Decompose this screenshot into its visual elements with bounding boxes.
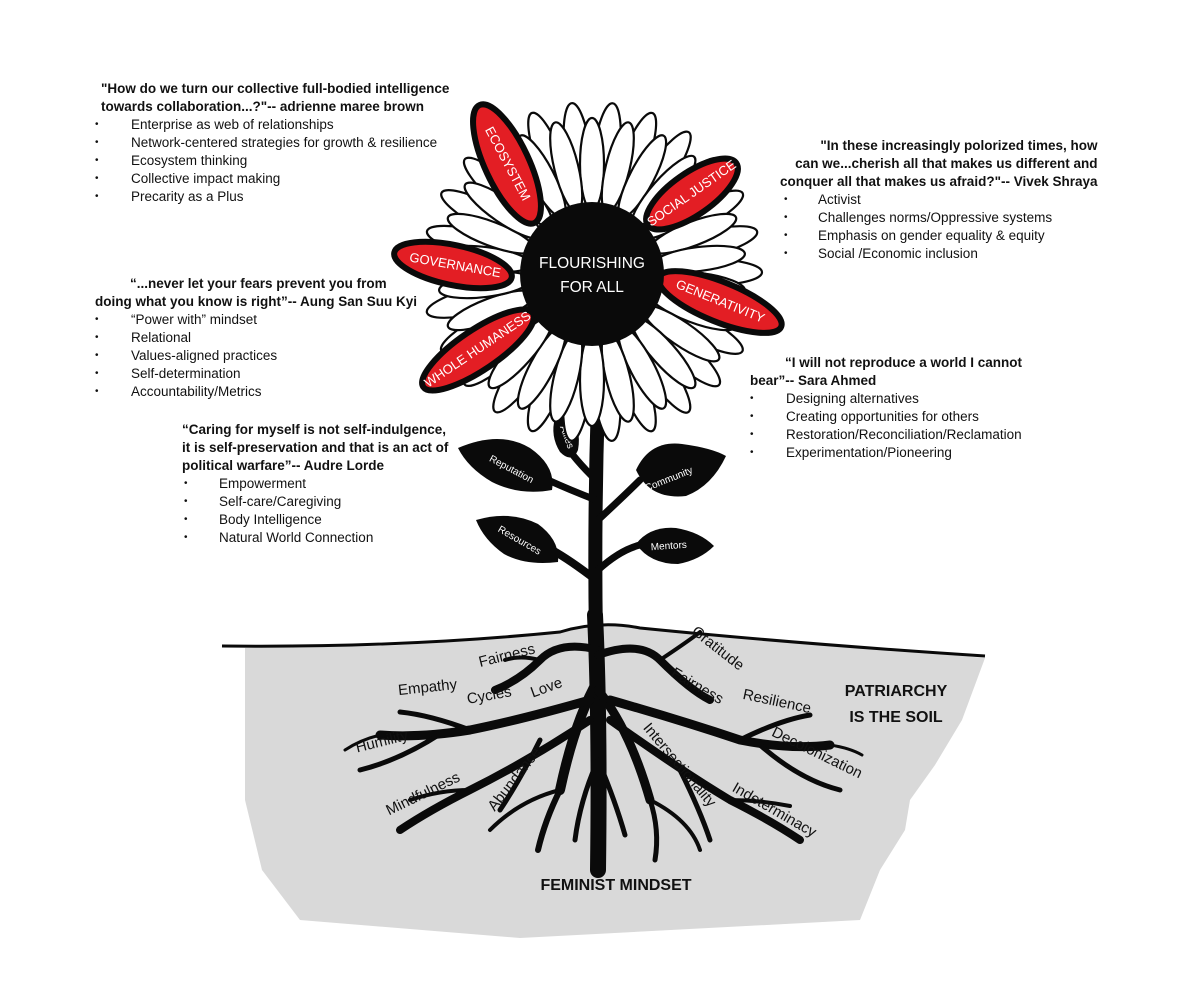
petal-social-justice	[643, 155, 741, 233]
list-item: Ecosystem thinking	[93, 152, 449, 170]
quote-line: “...never let your fears prevent you fro…	[130, 276, 387, 291]
list-item: Restoration/Reconciliation/Reclamation	[750, 426, 1022, 444]
quote-line: towards collaboration...?"-- adrienne ma…	[101, 99, 424, 114]
soil-label-line2: IS THE SOIL	[849, 709, 943, 726]
list-item: Relational	[95, 329, 417, 347]
root-label-empathy: Empathy	[397, 676, 458, 699]
quote-line: “Caring for myself is not self-indulgenc…	[182, 422, 447, 437]
list-item: Creating opportunities for others	[750, 408, 1022, 426]
flower-center	[520, 202, 664, 346]
list-item: Accountability/Metrics	[95, 383, 417, 401]
quote-line: political warfare”-- Audre Lorde	[182, 458, 385, 473]
list-item: Designing alternatives	[750, 390, 1022, 408]
leaves	[458, 406, 726, 564]
quote-block-shraya: "In these increasingly polorized times, …	[780, 137, 1098, 263]
soil-label-line1: PATRIARCHY	[845, 683, 948, 700]
leaf-mentors	[636, 527, 714, 564]
leaf-resources	[476, 515, 559, 563]
quote-line: "In these increasingly polorized times, …	[820, 138, 1098, 153]
quote-line: can we...cherish all that makes us diffe…	[795, 156, 1098, 171]
list-item: Social /Economic inclusion	[780, 245, 1098, 263]
list-item: Challenges norms/Oppressive systems	[780, 209, 1098, 227]
white-petal	[578, 116, 606, 212]
quote-line: bear”-- Sara Ahmed	[750, 373, 877, 388]
list-item: Enterprise as web of relationships	[93, 116, 449, 134]
list-item: “Power with” mindset	[95, 311, 417, 329]
list-item: Empowerment	[182, 475, 448, 493]
list-item: Self-care/Caregiving	[182, 493, 448, 511]
leaf-label-mentors: Mentors	[650, 540, 687, 553]
center-label-line1: FLOURISHING	[539, 255, 645, 272]
quote-line: conquer all that makes us afraid?"-- Viv…	[780, 174, 1098, 189]
red-petals	[391, 101, 785, 394]
leaf-community	[636, 443, 726, 497]
white-petal	[578, 332, 606, 428]
bullet-list: Empowerment Self-care/Caregiving Body In…	[182, 475, 448, 547]
soil-caption: FEMINIST MINDSET	[540, 877, 691, 894]
quote-line: "How do we turn our collective full-bodi…	[101, 81, 450, 96]
bullet-list: Activist Challenges norms/Oppressive sys…	[780, 191, 1098, 263]
list-item: Emphasis on gender equality & equity	[780, 227, 1098, 245]
quote-block-suu-kyi: “...never let your fears prevent you fro…	[95, 275, 417, 401]
petal-governance	[391, 238, 515, 292]
soil-area	[245, 625, 985, 938]
quote-block-ahmed: “I will not reproduce a world I cannot b…	[750, 354, 1022, 462]
bullet-list: Designing alternatives Creating opportun…	[750, 390, 1022, 462]
list-item: Natural World Connection	[182, 529, 448, 547]
quote-line: it is self-preservation and that is an a…	[182, 440, 449, 455]
list-item: Experimentation/Pioneering	[750, 444, 1022, 462]
bullet-list: “Power with” mindset Relational Values-a…	[95, 311, 417, 401]
quote-line: “I will not reproduce a world I cannot	[785, 355, 1023, 370]
list-item: Values-aligned practices	[95, 347, 417, 365]
list-item: Collective impact making	[93, 170, 449, 188]
quote-line: doing what you know is right”-- Aung San…	[95, 294, 417, 309]
root-system	[343, 607, 864, 878]
list-item: Self-determination	[95, 365, 417, 383]
quote-block-lorde: “Caring for myself is not self-indulgenc…	[182, 421, 448, 547]
list-item: Network-centered strategies for growth &…	[93, 134, 449, 152]
list-item: Activist	[780, 191, 1098, 209]
list-item: Body Intelligence	[182, 511, 448, 529]
bullet-list: Enterprise as web of relationships Netwo…	[93, 116, 449, 206]
quote-block-brown: "How do we turn our collective full-bodi…	[93, 80, 449, 206]
petal-ecosystem	[470, 101, 544, 227]
leaf-reputation	[458, 439, 553, 492]
list-item: Precarity as a Plus	[93, 188, 449, 206]
center-label-line2: FOR ALL	[560, 279, 624, 296]
